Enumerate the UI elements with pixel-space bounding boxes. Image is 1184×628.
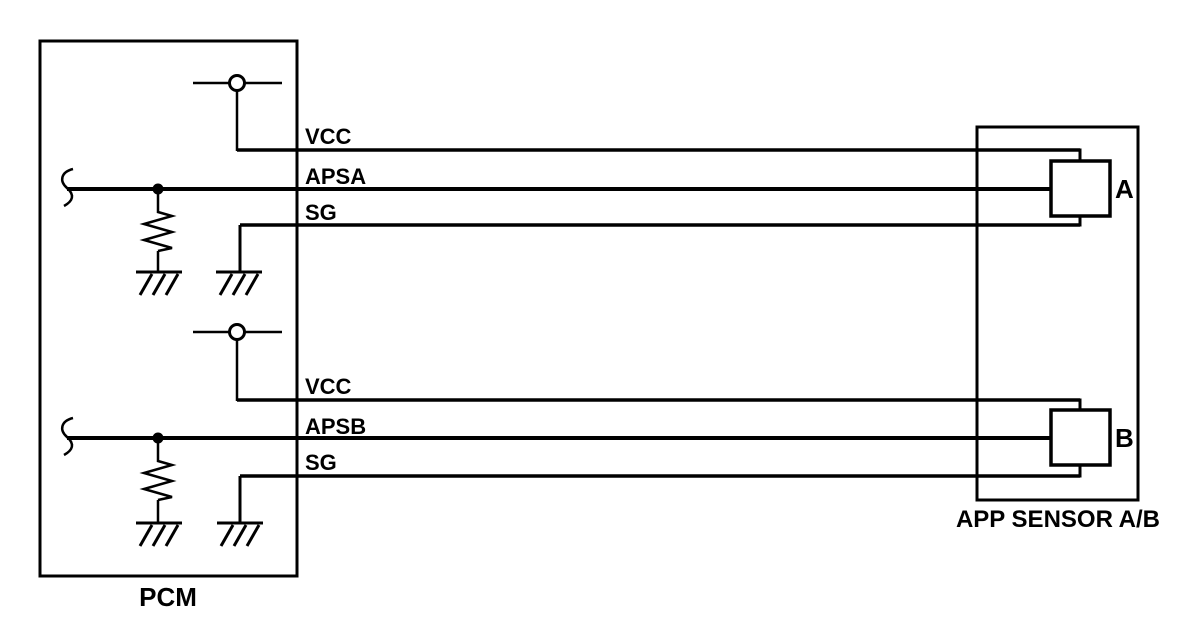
channel-a bbox=[60, 74, 1082, 297]
power-source-icon bbox=[191, 323, 284, 341]
vcc-label-a: VCC bbox=[305, 124, 352, 149]
ground-icon bbox=[134, 270, 184, 297]
sensor-element-a bbox=[1049, 159, 1112, 218]
ground-icon bbox=[215, 521, 265, 548]
sg-label-a: SG bbox=[305, 200, 337, 225]
apsa-label: APSA bbox=[305, 164, 366, 189]
sensor-a-label: A bbox=[1115, 174, 1134, 204]
sensor-element-b bbox=[1049, 408, 1112, 467]
app-sensor-box bbox=[975, 125, 1140, 502]
channel-b bbox=[60, 323, 1082, 548]
resistor-icon bbox=[142, 187, 174, 253]
app-sensor-label: APP SENSOR A/B bbox=[956, 506, 1160, 533]
power-source-icon bbox=[191, 74, 284, 92]
ground-icon bbox=[214, 270, 264, 297]
apsb-label: APSB bbox=[305, 414, 366, 439]
vcc-label-b: VCC bbox=[305, 374, 352, 399]
resistor-icon bbox=[142, 436, 174, 502]
sg-label-b: SG bbox=[305, 450, 337, 475]
pcm-box bbox=[38, 39, 299, 578]
sensor-b-label: B bbox=[1115, 423, 1134, 453]
ground-icon bbox=[134, 521, 184, 548]
pcm-label: PCM bbox=[139, 582, 197, 612]
